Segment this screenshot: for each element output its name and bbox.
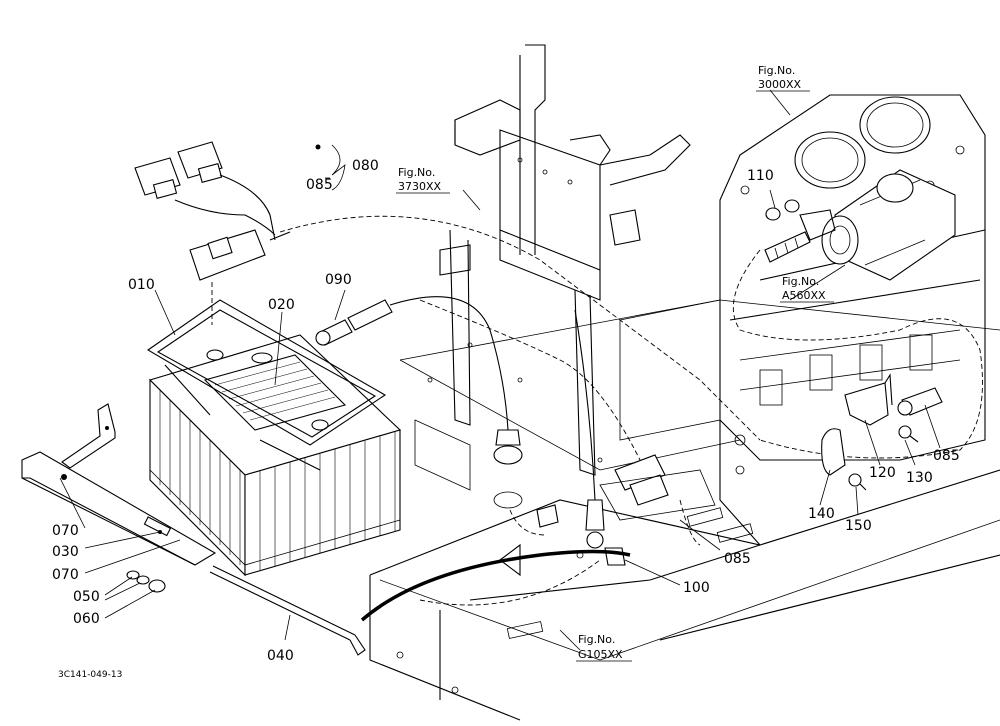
fig-ref-a560xx: Fig.No. A560XX bbox=[780, 275, 834, 303]
callout-110: 110 bbox=[747, 168, 774, 184]
callout-060: 060 bbox=[73, 611, 100, 627]
relay-harness bbox=[134, 141, 321, 325]
leader-lines bbox=[59, 89, 941, 651]
switch-assembly bbox=[599, 454, 716, 521]
fig-ref-3730xx: Fig.No. 3730XX bbox=[396, 166, 450, 194]
bolt-130 bbox=[898, 425, 919, 443]
battery-holder bbox=[146, 299, 387, 471]
fig-ref-3000xx: Fig.No. 3000XX bbox=[756, 64, 810, 92]
clamp-bracket-120 bbox=[844, 373, 893, 426]
callout-070-lower: 070 bbox=[52, 567, 79, 583]
callout-050: 050 bbox=[73, 589, 100, 605]
callout-085-right: 085 bbox=[933, 448, 960, 464]
callout-010: 010 bbox=[128, 277, 155, 293]
callout-085-harness: 085 bbox=[306, 177, 333, 193]
frame-bracket bbox=[439, 44, 691, 476]
callout-120: 120 bbox=[869, 465, 896, 481]
bolt-150 bbox=[848, 473, 867, 491]
callout-040: 040 bbox=[267, 648, 294, 664]
fig-ref-g105xx: Fig.No. G105XX bbox=[576, 633, 632, 662]
svg-text:Fig.No.: Fig.No. bbox=[398, 166, 435, 179]
svg-text:A560XX: A560XX bbox=[782, 289, 826, 302]
callout-090: 090 bbox=[325, 272, 352, 288]
starter-motor bbox=[799, 169, 956, 281]
callout-030: 030 bbox=[52, 544, 79, 560]
drawing-code: 3C141-049-13 bbox=[58, 670, 122, 680]
svg-text:3730XX: 3730XX bbox=[398, 180, 442, 193]
svg-text:Fig.No.: Fig.No. bbox=[578, 633, 615, 646]
battery-cable bbox=[315, 296, 523, 509]
washers-050-060 bbox=[126, 570, 166, 593]
svg-text:G105XX: G105XX bbox=[578, 648, 623, 661]
callouts: 010 020 090 080 085 070 030 070 050 060 … bbox=[52, 158, 960, 664]
wiring-routes bbox=[279, 215, 983, 606]
routing-arrow bbox=[360, 549, 631, 622]
bracket-070 bbox=[61, 403, 116, 469]
cable-clamp-140 bbox=[821, 428, 846, 476]
ground-cable bbox=[499, 309, 626, 577]
battery bbox=[148, 334, 402, 577]
svg-text:Fig.No.: Fig.No. bbox=[758, 64, 795, 77]
connector-085 bbox=[897, 387, 943, 416]
rod-040 bbox=[209, 565, 366, 656]
callout-080: 080 bbox=[352, 158, 379, 174]
callout-070-upper: 070 bbox=[52, 523, 79, 539]
callout-085-center: 085 bbox=[724, 551, 751, 567]
callout-140: 140 bbox=[808, 506, 835, 522]
callout-150: 150 bbox=[845, 518, 872, 534]
callout-130: 130 bbox=[906, 470, 933, 486]
callout-020: 020 bbox=[268, 297, 295, 313]
svg-text:Fig.No.: Fig.No. bbox=[782, 275, 819, 288]
callout-100: 100 bbox=[683, 580, 710, 596]
svg-text:3000XX: 3000XX bbox=[758, 78, 802, 91]
battery-terminal-110 bbox=[764, 199, 811, 263]
